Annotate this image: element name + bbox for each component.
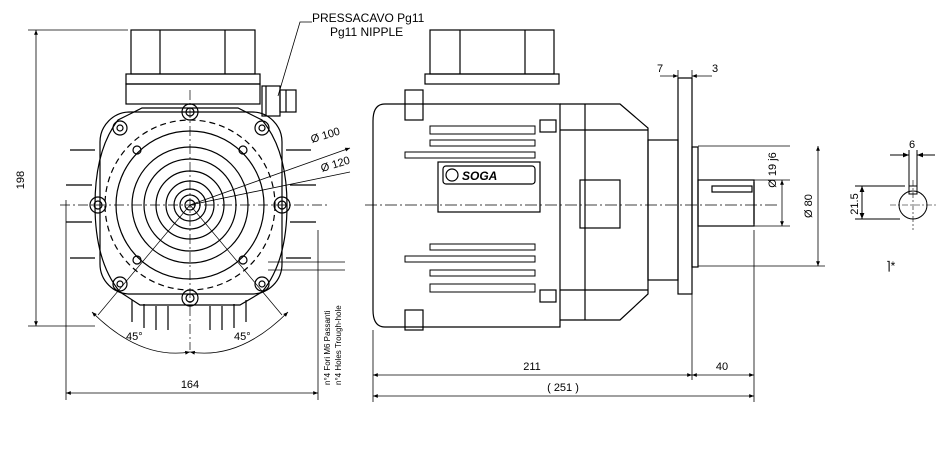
key-width-label: 6 xyxy=(909,139,915,151)
key-section xyxy=(855,150,938,230)
side-fins xyxy=(66,149,316,259)
shaft-length-label: 40 xyxy=(716,361,728,373)
diameter-100-label: Ø 100 xyxy=(309,126,341,146)
cable-gland-label-1: PRESSACAVO Pg11 xyxy=(312,11,425,25)
spigot-diameter-label: Ø 80 xyxy=(803,194,815,218)
brand-label: SOGA xyxy=(462,169,497,183)
holes-note-it: n°4 Fori M6 Passanti xyxy=(323,310,332,385)
angle-left-label: 45° xyxy=(126,331,143,343)
length-body-label: 211 xyxy=(523,361,541,373)
key-marker: ⌉* xyxy=(886,259,896,273)
shaft-diameter-label: Ø 19 j6 xyxy=(767,152,779,187)
front-view xyxy=(60,21,351,355)
side-view xyxy=(372,29,755,331)
length-total-label: ( 251 ) xyxy=(547,382,579,394)
holes-note-en: n°4 Holes Trough-hole xyxy=(334,305,343,385)
diameter-120-label: Ø 120 xyxy=(319,155,351,175)
angle-right-label: 45° xyxy=(234,331,251,343)
cable-gland-label-2: Pg11 NIPPLE xyxy=(330,25,403,39)
front-dims xyxy=(28,29,319,400)
motor-body xyxy=(372,103,561,328)
key-height-label: 21.5 xyxy=(849,193,861,214)
side-dims xyxy=(372,70,825,402)
terminal-box xyxy=(125,29,261,105)
front-width-label: 164 xyxy=(181,379,199,391)
side-fins-horizontal xyxy=(404,125,536,293)
flange-thickness-label: 7 xyxy=(657,63,663,75)
front-height-label: 198 xyxy=(15,171,27,189)
flange-step-label: 3 xyxy=(712,63,718,75)
cable-gland xyxy=(261,85,297,117)
